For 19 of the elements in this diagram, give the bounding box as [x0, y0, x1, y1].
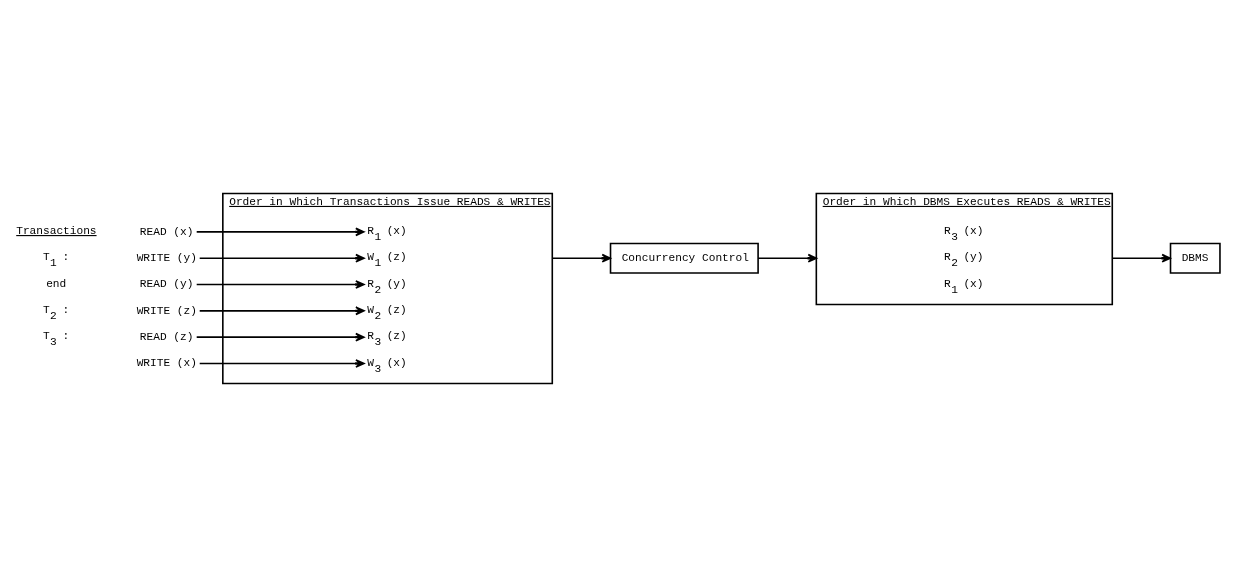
node-box: Concurrency Control [609, 242, 759, 274]
arrow [195, 227, 365, 237]
arrow [195, 280, 365, 289]
node-text: READ (y) [139, 278, 194, 291]
arrow [195, 332, 365, 342]
arrow [198, 306, 365, 316]
node-text: READ (x) [139, 225, 194, 238]
arrow [198, 253, 365, 263]
node-text: WRITE (z) [136, 304, 197, 317]
arrow [1111, 253, 1171, 263]
arrow [551, 253, 612, 263]
node-text: WRITE (y) [136, 252, 197, 265]
arrow [757, 253, 818, 263]
label: end [46, 278, 67, 291]
label: Transactions [16, 225, 97, 238]
node-text: READ (z) [139, 331, 194, 344]
node-box: DBMS [1169, 242, 1221, 274]
arrow [198, 359, 365, 368]
node-text: WRITE (x) [136, 357, 197, 370]
